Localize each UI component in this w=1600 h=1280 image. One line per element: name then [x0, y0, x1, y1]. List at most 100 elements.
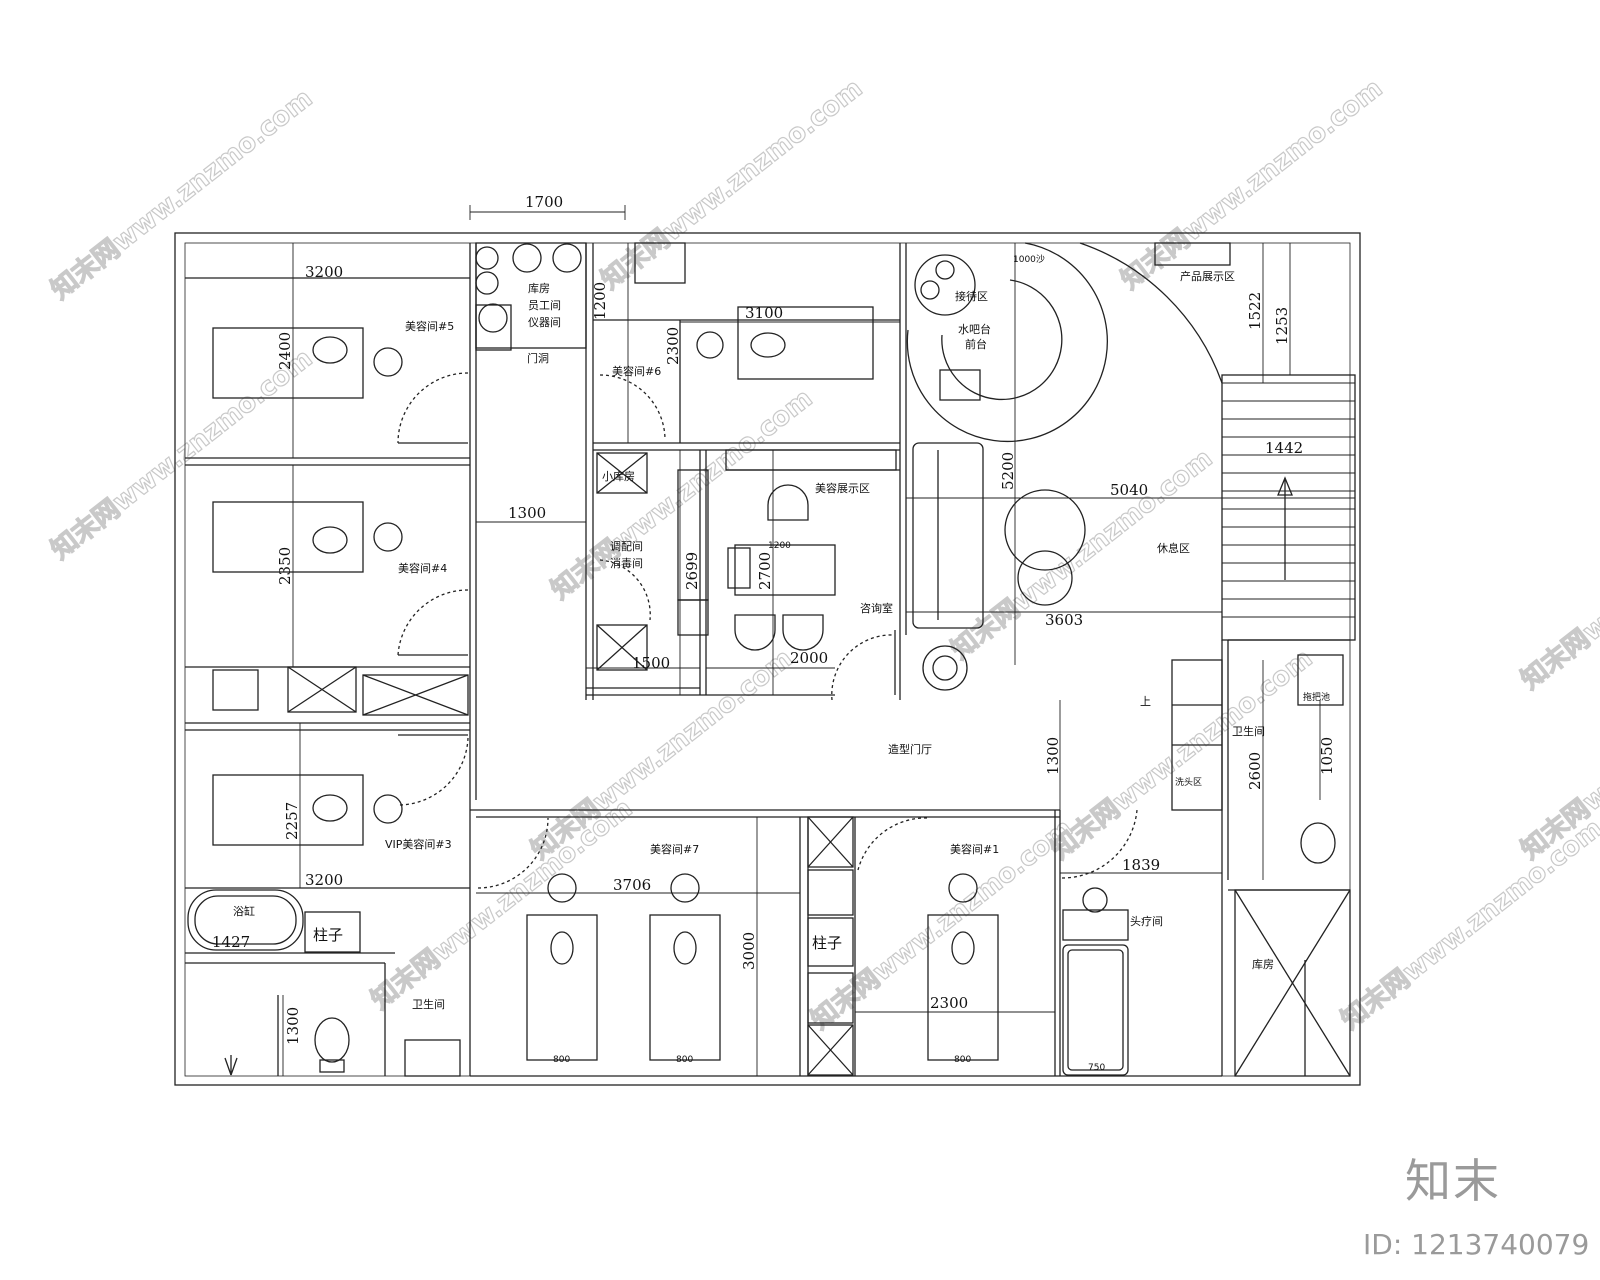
- plant: [922, 645, 968, 691]
- headrest: [312, 794, 348, 822]
- headrest: [951, 931, 975, 965]
- watermark-text: 知末网www.znzmo.com: [1046, 643, 1318, 865]
- door-opening: 门洞: [527, 351, 549, 365]
- headrest: [312, 336, 348, 364]
- storage-shelf: [475, 304, 512, 351]
- bed-width-2: 800: [676, 1055, 693, 1065]
- room-staff: 员工间: [528, 299, 561, 312]
- reception-desk: [906, 242, 1108, 443]
- room-product-display: 产品展示区: [1180, 269, 1235, 283]
- dim-1442: 1442: [1265, 439, 1303, 457]
- cabinet: [807, 869, 854, 916]
- dim-5040: 5040: [1110, 481, 1148, 499]
- stair-arrow-head: [1277, 476, 1293, 496]
- dim-2000: 2000: [790, 649, 828, 667]
- dim-3100: 3100: [745, 304, 783, 322]
- wash-area: [1171, 659, 1223, 811]
- bed: [927, 914, 999, 1061]
- room-toilet-left: 卫生间: [412, 997, 445, 1011]
- stool: [373, 347, 403, 377]
- sink-cabinet: [212, 669, 259, 711]
- dim-2400: 2400: [276, 332, 294, 370]
- headrest: [673, 931, 697, 965]
- dimension-lines: [185, 205, 1355, 1076]
- room-storage: 库房: [528, 282, 550, 295]
- stool: [373, 794, 403, 824]
- display-cabinet: [725, 449, 897, 471]
- bed: [649, 914, 721, 1061]
- bathtub: [187, 889, 304, 951]
- dim-1522: 1522: [1246, 292, 1264, 330]
- room-beauty-6: 美容间#6: [612, 364, 661, 378]
- small-storage: [596, 624, 648, 671]
- dim-3706: 3706: [613, 876, 651, 894]
- bed: [212, 774, 364, 846]
- dim-3603: 3603: [1045, 611, 1083, 629]
- room-beauty-4: 美容间#4: [398, 561, 447, 575]
- cabinet: [807, 1024, 854, 1076]
- stairs: [1221, 374, 1356, 641]
- round-table: [914, 254, 976, 316]
- room-storage-right: 库房: [1252, 958, 1274, 971]
- watermark-text: 知末网www.znzmo.com: [1516, 473, 1600, 695]
- lounge-label: 洗头区: [1175, 776, 1202, 788]
- dim-1253: 1253: [1273, 307, 1291, 345]
- door-swing: [397, 372, 469, 444]
- sink-cabinet: [634, 242, 686, 284]
- room-beauty-1: 美容间#1: [950, 842, 999, 856]
- bed: [526, 914, 598, 1061]
- watermark-text: 知末网www.znzmo.com: [1336, 813, 1600, 1035]
- storage-circle: [475, 271, 499, 295]
- headspa-width: 750: [1088, 1063, 1105, 1073]
- water-bar: 水吧台: [958, 322, 991, 336]
- storage-circle: [478, 303, 508, 333]
- dim-1300-corridor: 1300: [508, 504, 546, 522]
- storage-room: [1234, 889, 1351, 1077]
- stool: [1082, 887, 1108, 913]
- dim-1700: 1700: [525, 193, 563, 211]
- watermark-text: 知末网www.znzmo.com: [46, 83, 318, 305]
- dim-2300-bottom: 2300: [930, 994, 968, 1012]
- storage-circle: [475, 246, 499, 270]
- wash-basin: [404, 1039, 461, 1077]
- room-disinfect: 消毒间: [610, 556, 643, 570]
- mop-sink: [1297, 654, 1344, 706]
- chair: [767, 484, 809, 521]
- door-swing: [397, 589, 469, 656]
- headrest: [550, 931, 574, 965]
- chair: [734, 614, 776, 651]
- feature-curve: [1079, 242, 1223, 384]
- room-hall: 造型门厅: [888, 742, 932, 756]
- headspa-basin: [1062, 909, 1129, 941]
- room-toilet-right: 卫生间: [1232, 724, 1265, 738]
- consult-table: [734, 544, 836, 596]
- storage-circle: [512, 243, 542, 273]
- cabinet-x: [596, 624, 648, 671]
- cabinet: [807, 972, 854, 1024]
- stool: [696, 331, 724, 359]
- front-desk: 前台: [965, 337, 987, 351]
- dim-1500: 1500: [632, 654, 670, 672]
- cabinet-x: [807, 816, 854, 868]
- dim-2600: 2600: [1246, 752, 1264, 790]
- dim-1427: 1427: [212, 933, 250, 951]
- dim-2699: 2699: [683, 552, 701, 590]
- room-reception: 接待区: [955, 289, 988, 303]
- display-shelf: [1154, 242, 1231, 266]
- bed-width-1: 800: [553, 1055, 570, 1065]
- watermark-text: 知末网www.znzmo.com: [46, 343, 318, 565]
- headspa-bed: [1062, 944, 1129, 1076]
- dim-3200-bottom: 3200: [305, 871, 343, 889]
- cabinet-x: [807, 1024, 854, 1076]
- room-small: 小库房: [602, 470, 635, 483]
- dim-1300-hall: 1300: [1044, 737, 1062, 775]
- toilet-tank: [319, 1059, 345, 1073]
- headrest: [312, 526, 348, 554]
- brand-logo: 知末: [1405, 1154, 1501, 1208]
- stair-treads: [1222, 382, 1355, 618]
- bathtub-label: 浴缸: [233, 904, 255, 918]
- dim-5200: 5200: [999, 452, 1017, 490]
- cabinet-x: [287, 666, 357, 713]
- dim-3000: 3000: [740, 932, 758, 970]
- dim-1300-toilet: 1300: [284, 1007, 302, 1045]
